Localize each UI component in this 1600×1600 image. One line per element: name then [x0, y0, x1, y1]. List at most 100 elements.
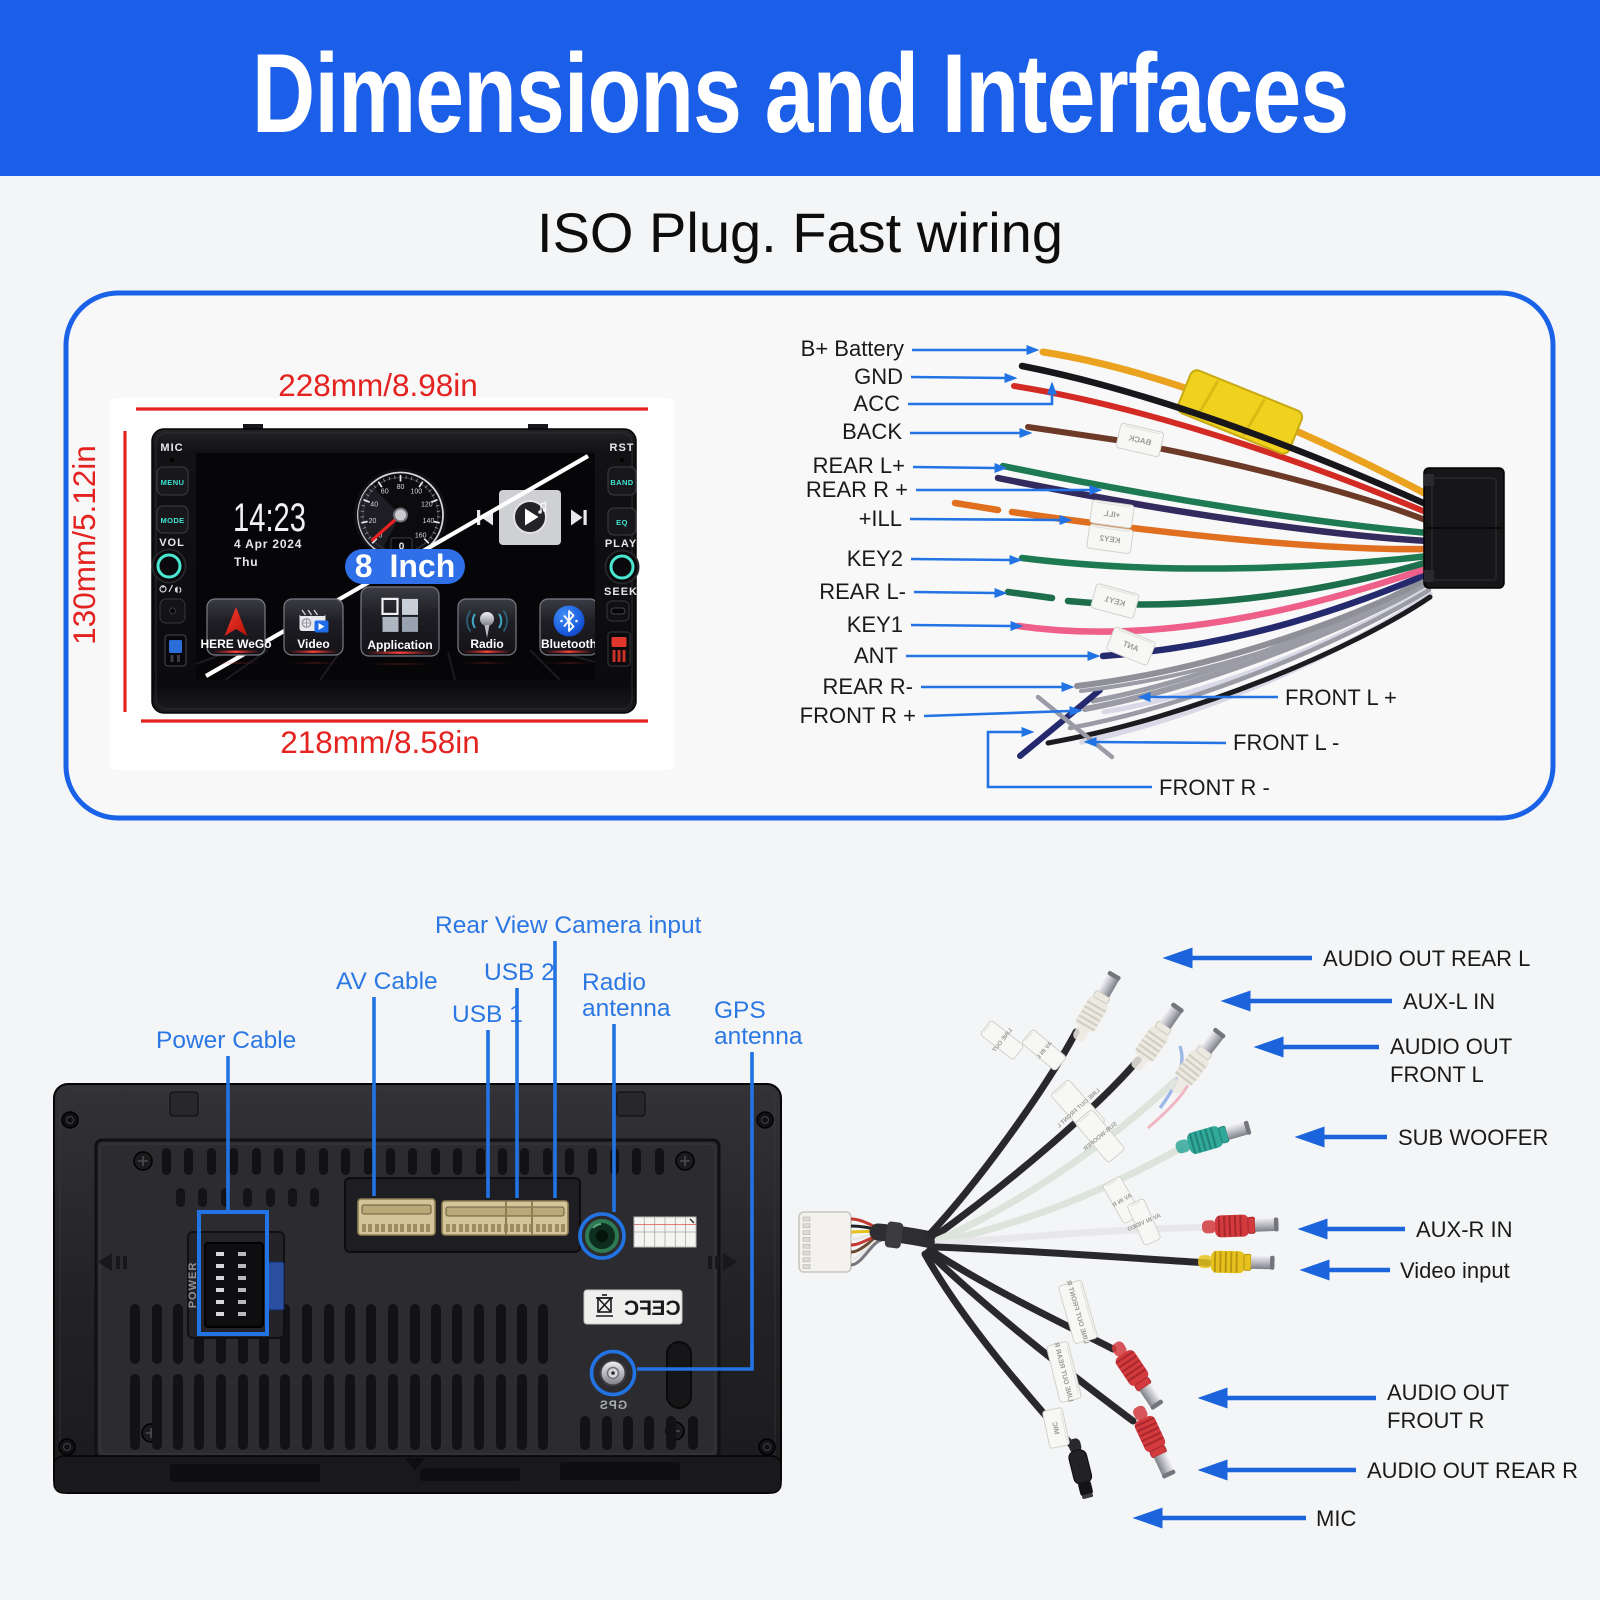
wire-front-gray-3 — [1067, 587, 1432, 731]
label-usb-2: USB 2 — [484, 959, 555, 986]
leader-key2 — [910, 554, 1023, 565]
app-tile-here-wego-label: HERE WeGo — [200, 637, 271, 651]
bottom-notch — [405, 1458, 425, 1470]
leader-gps-antenna — [637, 1052, 754, 1371]
gauge-tick-80: 80 — [397, 484, 405, 491]
gauge-tick-100: 100 — [410, 489, 422, 496]
label-usb-1: USB 1 — [452, 1001, 523, 1028]
screen-size-badge-label: 8 Inch — [355, 548, 455, 584]
leader-ill — [909, 514, 1073, 525]
page-title: Dimensions and Interfaces — [251, 30, 1349, 156]
power-highlight-box — [197, 1210, 269, 1336]
wire-rear-r-plus — [994, 474, 1432, 545]
wire-ill-tip — [951, 499, 1002, 514]
label-key2: KEY2 — [847, 546, 903, 571]
label-gps-antenna-1: GPS — [714, 997, 766, 1024]
rca-tag-mic: MIC — [1042, 1407, 1070, 1449]
label-power-cable: Power Cable — [156, 1027, 296, 1054]
eq-button — [607, 507, 637, 536]
wire-tag-key2: KEY2 — [1086, 523, 1134, 555]
gauge-tick-20: 20 — [369, 518, 377, 525]
usb-camera-connector — [441, 1200, 569, 1236]
leader-front-l-minus — [1083, 737, 1227, 748]
power-mute-icon — [159, 584, 182, 594]
radio-antenna-highlight-ring — [578, 1212, 626, 1260]
panel-arrow-right — [723, 1253, 737, 1271]
application-icon — [381, 597, 418, 632]
rca-tag-mic-text: MIC — [1050, 1421, 1060, 1435]
mode-button-label: MODE — [160, 516, 184, 525]
av-connector — [357, 1198, 436, 1236]
rca-plug-aux-l-in — [1131, 1002, 1184, 1071]
cable-aux-l — [930, 1056, 1142, 1241]
cable-video — [932, 1243, 1212, 1267]
power-connector-text: POWER — [187, 1262, 199, 1309]
wire-ant — [1099, 570, 1432, 660]
rst-label: RST — [610, 442, 635, 454]
wire-ill — [1008, 508, 1432, 553]
rca-tag-av-in-video: AV IN VIDEO — [1127, 1198, 1162, 1246]
vol-label: VOL — [159, 537, 185, 549]
label-audio-out-rear-l: AUDIO OUT REAR L — [1323, 946, 1530, 971]
cable-audio-front-l — [934, 1076, 1180, 1244]
dim-label-left: 130mm/5.12in — [66, 445, 102, 645]
label-radio-antenna-2: antenna — [582, 995, 671, 1022]
rca-plug-audio-out-front-l — [1170, 1027, 1226, 1094]
wire-tag-ill-text: +ILL — [1103, 509, 1121, 520]
label-audio-out-rear-r: AUDIO OUT REAR R — [1367, 1458, 1578, 1483]
cable-sub-woofer — [936, 1143, 1187, 1246]
rca-tag-line-out-rear-r: LINE OUT REAR R — [1046, 1341, 1082, 1403]
gps-connector-text: GPS — [599, 1398, 627, 1412]
label-rear-l-plus: REAR L+ — [813, 453, 905, 478]
label-rear-l-minus: REAR L- — [819, 579, 906, 604]
rca-multipin-connector — [798, 1211, 852, 1273]
screen-size-badge: 8 Inch — [345, 548, 465, 584]
wire-rear-r-minus-b — [1079, 582, 1430, 693]
label-front-r-plus: FRONT R + — [800, 703, 916, 728]
rca-plug-video-input — [1197, 1250, 1275, 1274]
play-icon — [525, 508, 539, 526]
app-tile-radio-label: Radio — [470, 637, 503, 651]
fuse-block — [267, 1261, 285, 1311]
rca-harness-photo: LINE OUT AV IN L LINE OUT FRONT L SUB-WO… — [798, 946, 1578, 1531]
app-tile-bluetooth-label: Bluetooth — [541, 637, 597, 651]
leader-rear-l-minus — [913, 587, 1008, 598]
label-aux-r-in: AUX-R IN — [1416, 1217, 1513, 1242]
label-audio-out-front-l: AUDIO OUT — [1390, 1034, 1512, 1059]
wire-tag-ant: ANT — [1106, 626, 1156, 666]
label-gnd: GND — [854, 364, 903, 389]
dimension-annotations: 228mm/8.98in 130mm/5.12in 218mm/8.58in — [66, 367, 648, 760]
leader-acc — [908, 381, 1057, 406]
dim-label-top: 228mm/8.98in — [278, 367, 478, 403]
leader-rear-l-plus — [912, 462, 1008, 473]
label-ill: +ILL — [859, 506, 902, 531]
wire-back-tip — [1025, 424, 1119, 443]
pin-table-sticker — [633, 1216, 697, 1248]
here-wego-icon — [224, 607, 248, 636]
label-video-input: Video input — [1400, 1258, 1510, 1283]
gauge-tick-0: 0 — [378, 533, 382, 540]
dim-label-bottom: 218mm/8.58in — [280, 724, 480, 760]
head-unit-front: MIC MENU MODE VOL RST BAND EQ PLAY SEEK … — [151, 424, 640, 714]
gauge-tick-160: 160 — [415, 533, 427, 540]
rear-annotations: Power Cable AV Cable USB 1 USB 2 Rear Vi… — [156, 912, 803, 1371]
label-sub-woofer: SUB WOOFER — [1398, 1125, 1548, 1150]
header-banner: Dimensions and Interfaces — [0, 0, 1600, 176]
app-tile-application-label: Application — [367, 638, 432, 652]
leader-front-r-plus — [923, 706, 1083, 718]
gauge-tick-40: 40 — [370, 502, 378, 509]
rca-tag-line-out: LINE OUT — [980, 1020, 1024, 1060]
cable-aux-r — [934, 1223, 1216, 1248]
leader-gnd — [910, 372, 1018, 383]
gauge-tick-120: 120 — [421, 502, 433, 509]
rca-tag-line-out-front-r: LINE OUT FRONT R — [1058, 1280, 1098, 1345]
play-label: PLAY — [605, 538, 637, 550]
wire-rear-l-plus — [999, 462, 1432, 537]
label-front_l2: FRONT L — [1390, 1062, 1484, 1087]
clock-time: 14:23 — [233, 496, 306, 540]
wire-rear-l-minus-tip — [1004, 588, 1056, 602]
wire-gray-cross — [1035, 694, 1115, 760]
label-gps-antenna-2: antenna — [714, 1023, 803, 1050]
rst-hole — [620, 458, 624, 462]
